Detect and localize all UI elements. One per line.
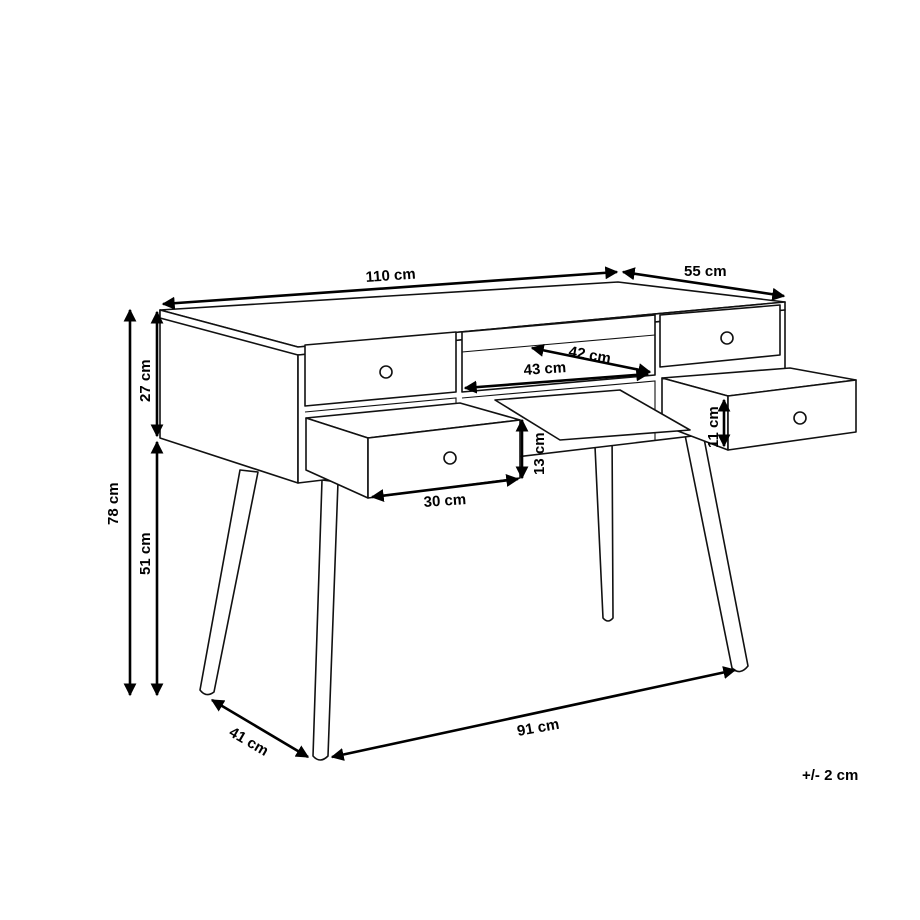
- label-shelf-width: 43 cm: [523, 359, 567, 379]
- label-leg-depth: 41 cm: [226, 724, 271, 760]
- back-right-leg: [593, 424, 614, 622]
- dimension-arrows: [123, 266, 786, 761]
- label-drawer-height-left: 13 cm: [531, 432, 548, 475]
- top-right-drawer: [659, 304, 781, 368]
- knob-icon: [443, 451, 457, 465]
- front-left-leg: [199, 469, 259, 696]
- label-width: 110 cm: [365, 266, 416, 286]
- leg-depth-arrow: [210, 698, 310, 759]
- label-leg-height: 51 cm: [137, 532, 154, 575]
- leg-width-arrow: [330, 666, 737, 761]
- shelf-depth-arrow: [530, 343, 652, 377]
- label-depth: 55 cm: [684, 263, 727, 280]
- front-center-leg: [312, 479, 339, 761]
- front-right-leg: [683, 427, 749, 673]
- label-drawer-height-right: 11 cm: [705, 406, 722, 448]
- label-tolerance: +/- 2 cm: [802, 767, 858, 784]
- label-top-height: 27 cm: [137, 359, 154, 402]
- depth-arrow: [621, 267, 786, 301]
- knob-icon: [379, 365, 393, 379]
- knob-icon: [720, 331, 734, 345]
- label-drawer-width: 30 cm: [423, 491, 467, 511]
- legs: [199, 424, 749, 761]
- drawer-width-arrow: [370, 473, 520, 503]
- shelf-width-arrow: [463, 368, 650, 394]
- knob-icon: [793, 411, 807, 425]
- knobs: [379, 331, 734, 379]
- label-leg-width: 91 cm: [516, 716, 561, 740]
- label-total-height: 78 cm: [105, 482, 122, 525]
- width-arrow: [161, 266, 619, 310]
